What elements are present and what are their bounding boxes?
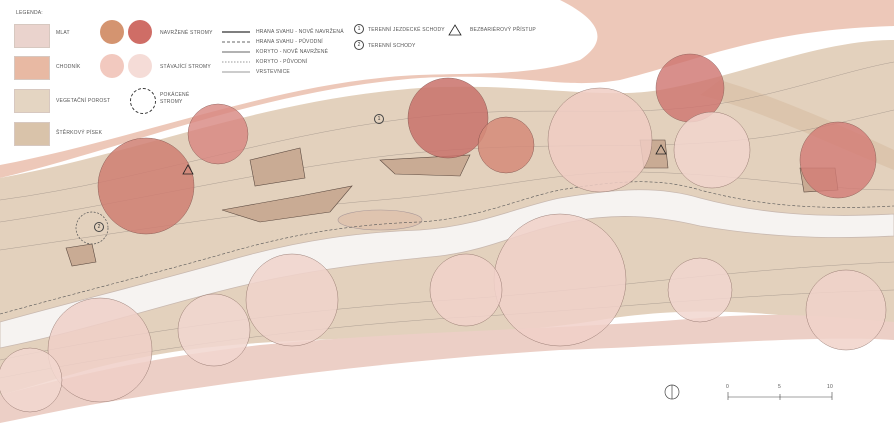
legend-proposed-tree-2 [128,20,152,44]
legend-felled-tree [130,88,156,114]
map-marker-1: 1 [374,114,384,124]
legend-line-1: HRANA SVAHU - NOVĚ NAVRŽENÁ [256,29,344,35]
legend-title: LEGENDA: [16,10,43,16]
legend-line-3: KORYTO - NOVĚ NAVRŽENÉ [256,49,329,55]
legend-label-path: CHODNÍK [56,64,81,70]
legend-line-4: KORYTO - PŮVODNÍ [256,59,308,65]
bank-top [0,0,894,178]
legend-label-terrain-stairs: TERENNÍ SCHODY [368,43,416,49]
legend-label-meadow: MLAT [56,30,70,36]
legend-line-symbols [222,31,250,73]
legend-label-gravel: ŠTĚRKOVÝ PÍSEK [56,130,103,136]
felled-tree [75,211,109,245]
legend-swatch-meadow [14,24,50,48]
legend-swatch-path [14,56,50,80]
legend-access-icon [448,24,462,36]
access-markers [182,144,667,175]
legend-line-2: HRANA SVAHU - PŮVODNÍ [256,39,323,45]
legend-label-felled-trees: POKÁCENÉ STROMY [160,92,190,105]
legend-existing-tree-2 [128,54,152,78]
legend-swatch-vegetation [14,89,50,113]
existing-trees [0,87,887,413]
map-marker-2: 2 [94,222,104,232]
legend-line-5: VRSTEVNICE [256,69,290,75]
legend-num-1: 1 [354,24,364,34]
channel-edge-dashed [0,181,894,315]
scale-tick-0: 0 [726,384,729,390]
legend-label-vegetation: VEGETAČNÍ POROST [56,98,111,104]
proposed-trees [97,53,877,235]
legend-swatch-gravel [14,122,50,146]
scale-tick-10: 10 [827,384,833,390]
legend-label-proposed-trees: NAVRŽENÉ STROMY [160,30,213,36]
island [337,209,423,231]
river [0,189,894,349]
meadow-bottom [0,314,894,423]
scale-tick-5: 5 [778,384,781,390]
legend-label-existing-trees: STÁVAJÍCÍ STROMY [160,64,211,70]
legend-proposed-tree-1 [100,20,124,44]
scale-bar [727,392,833,400]
legend-label-access: BEZBARIÉROVÝ PŘÍSTUP [470,27,536,33]
legend-num-2: 2 [354,40,364,50]
north-arrow-icon [664,384,680,400]
legend-label-riding-stairs: TERENNÍ JEZDECKÉ SCHODY [368,27,445,33]
legend-existing-tree-1 [100,54,124,78]
